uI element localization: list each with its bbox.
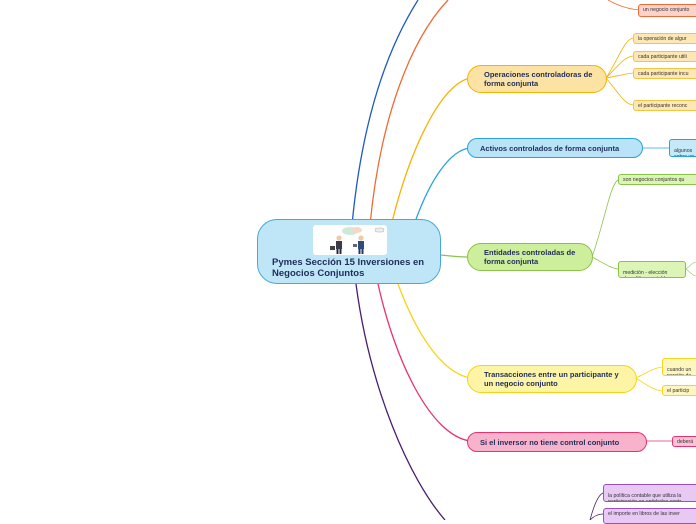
root-title: Pymes Sección 15 Inversiones en Negocios… <box>272 257 438 279</box>
branch-operaciones[interactable]: Operaciones controladoras de forma conju… <box>467 65 607 93</box>
leaf-participante-reconoce[interactable]: el participante reconc <box>633 100 696 111</box>
connector-inversor <box>378 284 470 441</box>
leaf-participante-utiliza[interactable]: cada participante utili <box>633 51 696 62</box>
branch-operaciones-label: Operaciones controladoras de forma conju… <box>484 70 594 88</box>
connector-offscreen-orange <box>370 0 448 225</box>
root-topic[interactable]: Pymes Sección 15 Inversiones en Negocios… <box>257 219 441 284</box>
leaf-cuando-un[interactable]: cuando un porción de <box>662 358 696 376</box>
leaf-negocio-conjunto[interactable]: un negocio conjunto <box>638 4 696 17</box>
connector-operaciones <box>392 78 470 222</box>
branch-inversor-label: Si el inversor no tiene control conjunto <box>480 438 619 447</box>
leaf-politica-contable[interactable]: la política contable que utiliza la part… <box>603 484 696 502</box>
branch-inversor[interactable]: Si el inversor no tiene control conjunto <box>467 432 647 452</box>
connector-entidades <box>441 255 468 257</box>
branch-entidades[interactable]: Entidades controladas de forma conjunta <box>467 243 593 271</box>
branch-activos-label: Activos controlados de forma conjunta <box>480 144 619 153</box>
connector-bottom-purple <box>356 284 445 520</box>
connector-activos <box>415 148 470 222</box>
branch-activos[interactable]: Activos controlados de forma conjunta <box>467 138 643 158</box>
leaf-algunos[interactable]: algunos sobre un <box>669 139 696 157</box>
connector-transacciones <box>398 284 470 378</box>
business-people-icon <box>313 225 387 255</box>
connector-offscreen-blue <box>352 0 418 225</box>
leaf-negocios-conjuntos[interactable]: son negocios conjuntos qu <box>618 174 696 185</box>
leaf-medicion[interactable]: medición - elección de política contable <box>618 261 686 278</box>
branch-entidades-label: Entidades controladas de forma conjunta <box>484 248 584 266</box>
leaf-el-particip[interactable]: el particip <box>662 385 696 396</box>
leaf-operacion[interactable]: la operación de algur <box>633 33 696 44</box>
leaf-participante-incurre[interactable]: cada participante incu <box>633 68 696 79</box>
branch-transacciones[interactable]: Transacciones entre un participante y un… <box>467 365 637 393</box>
leaf-debera[interactable]: deberá <box>672 436 696 447</box>
branch-transacciones-label: Transacciones entre un participante y un… <box>484 370 629 388</box>
leaf-importe-libros[interactable]: el importe en libros de las inver <box>603 508 696 524</box>
